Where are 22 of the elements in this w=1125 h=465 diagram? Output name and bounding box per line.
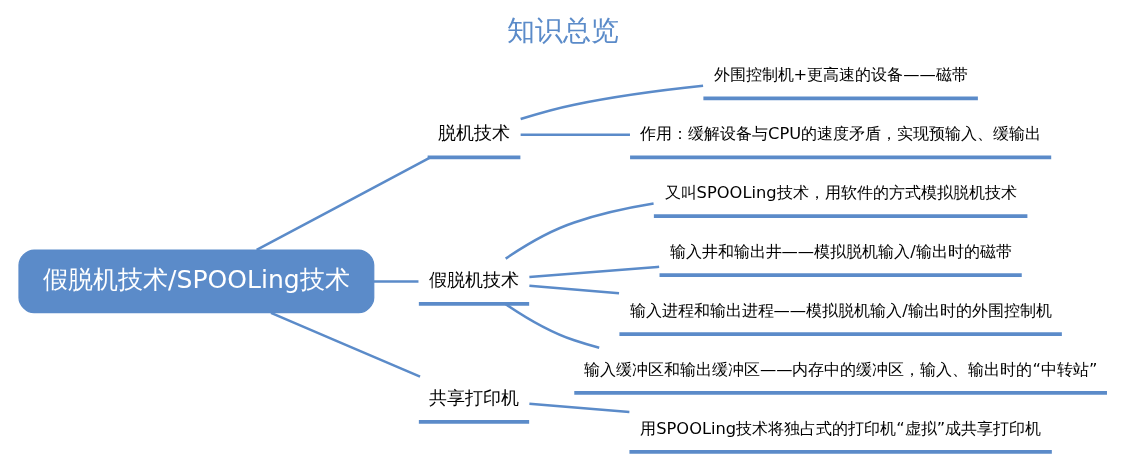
connector [520, 133, 630, 136]
connector [270, 311, 421, 378]
node-text: 又叫SPOOLing技术，用软件的方式模拟脱机技术 [664, 182, 1017, 202]
node-text: 作用：缓解设备与CPU的速度矛盾，实现预输入、缓输出 [639, 123, 1041, 143]
node-text: 输入缓冲区和输出缓冲区——内存中的缓冲区，输入、输出时的“中转站” [583, 359, 1097, 379]
node-text: 共享打印机 [428, 387, 519, 408]
node-text: 用SPOOLing技术将独占式的打印机“虚拟”成共享打印机 [639, 418, 1041, 438]
node-text: 外围控制机+更高速的设备——磁带 [713, 65, 968, 85]
node-box: 假脱机技术/SPOOLing技术 [17, 249, 374, 314]
node-text: 假脱机技术 [428, 270, 519, 291]
connector [255, 156, 431, 252]
connector [528, 402, 629, 414]
connector [528, 265, 659, 279]
diagram-title: 知识总览 [506, 14, 619, 48]
connector [373, 280, 418, 283]
node-text: 输入进程和输出进程——模拟脱机输入/输出时的外围控制机 [629, 300, 1052, 320]
connector [519, 84, 703, 121]
connector [528, 284, 619, 295]
node-text: 输入井和输出井——模拟脱机输入/输出时的磁带 [669, 241, 1012, 261]
connector [504, 202, 654, 260]
node-text: 脱机技术 [437, 123, 510, 144]
connector [504, 303, 600, 349]
